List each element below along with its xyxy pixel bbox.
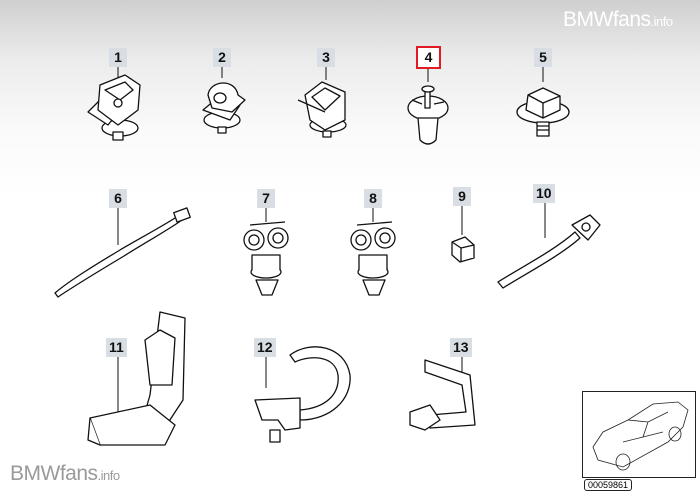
part-label-5[interactable]: 5 <box>534 48 552 67</box>
watermark-top: BMWfans.info <box>563 8 673 32</box>
part-5-drawing <box>516 87 570 137</box>
part-4-drawing <box>407 85 449 145</box>
part-11-drawing <box>87 311 186 446</box>
part-13-drawing <box>409 359 476 431</box>
watermark-suffix: .info <box>650 14 674 29</box>
part-10-drawing <box>497 214 601 289</box>
watermark-brand: BMWfans <box>10 462 98 485</box>
part-3-drawing <box>297 81 347 138</box>
diagram-code: 00059861 <box>584 479 633 491</box>
car-outline-icon <box>592 401 689 471</box>
part-label-4-selected[interactable]: 4 <box>416 46 441 69</box>
part-8-drawing <box>350 221 396 296</box>
leader-lines <box>117 67 546 412</box>
vehicle-thumbnail <box>582 391 696 478</box>
watermark-bottom: BMWfans.info <box>10 462 120 486</box>
part-label-1[interactable]: 1 <box>109 48 127 67</box>
part-2-drawing <box>202 82 246 134</box>
part-label-12[interactable]: 12 <box>254 338 276 357</box>
part-9-drawing <box>451 236 475 263</box>
watermark-suffix: .info <box>97 468 121 483</box>
part-label-3[interactable]: 3 <box>317 48 335 67</box>
part-label-11[interactable]: 11 <box>106 338 127 357</box>
part-label-9[interactable]: 9 <box>453 187 471 206</box>
part-7-drawing <box>243 221 289 296</box>
part-12-drawing <box>254 346 351 443</box>
part-label-10[interactable]: 10 <box>533 184 555 203</box>
part-label-2[interactable]: 2 <box>213 48 231 67</box>
part-label-6[interactable]: 6 <box>109 189 127 208</box>
part-label-7[interactable]: 7 <box>257 189 275 208</box>
part-label-8[interactable]: 8 <box>364 189 382 208</box>
watermark-brand: BMWfans <box>563 8 651 31</box>
part-1-drawing <box>87 74 141 141</box>
part-label-13[interactable]: 13 <box>450 338 472 357</box>
part-6-drawing <box>54 207 191 298</box>
